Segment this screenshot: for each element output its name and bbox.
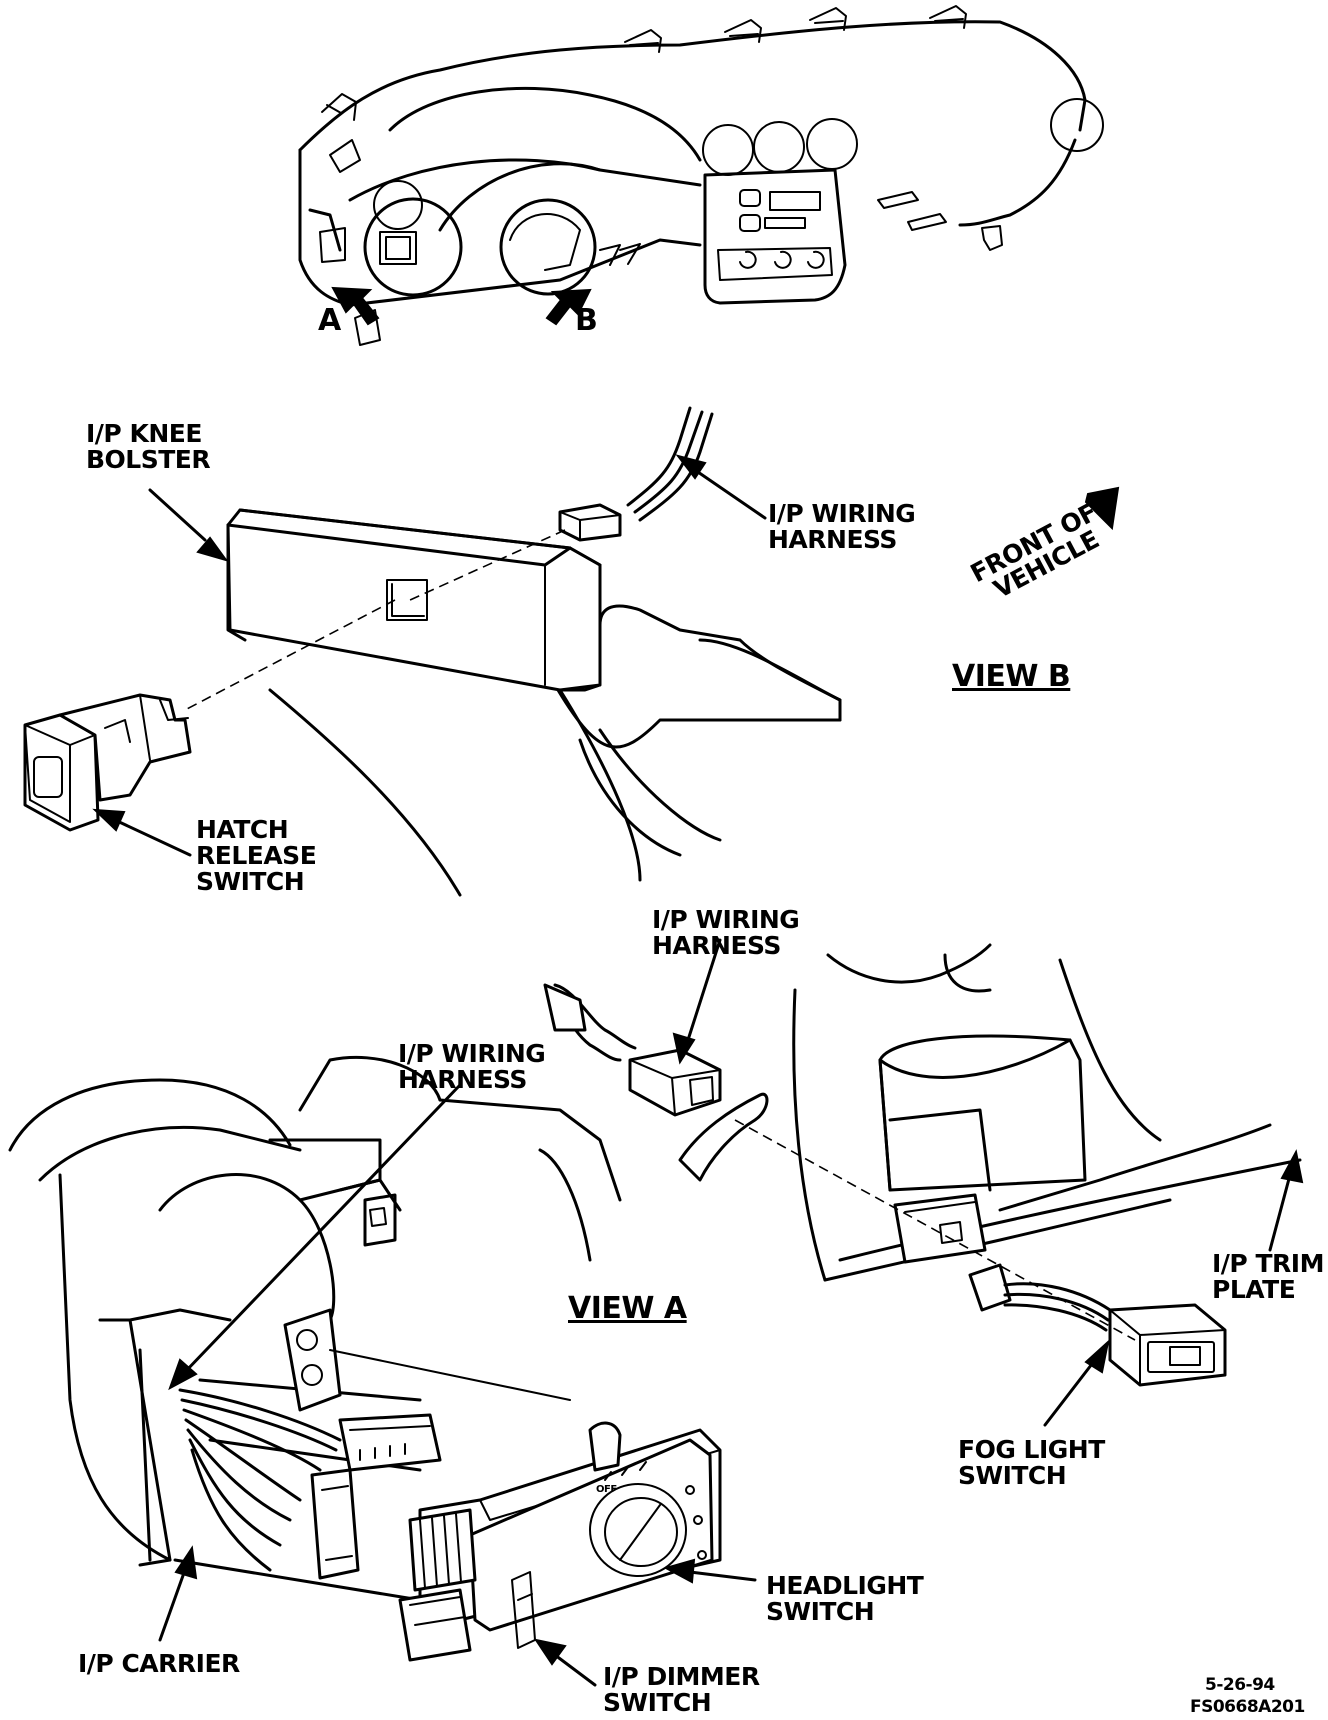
hatch-release-switch-label: HATCH RELEASE SWITCH [196,815,325,896]
view-b-leader-arrows [92,454,1120,857]
view-b-wiring-harness-label: I/P WIRING HARNESS [768,499,924,554]
dimmer-switch-label: I/P DIMMER SWITCH [603,1662,768,1717]
view-a-wiring-harness-left-label: I/P WIRING HARNESS [398,1039,554,1094]
view-b-title: VIEW B [952,659,1070,694]
knob-off-marking: OFF [596,1484,617,1495]
ip-carrier-label: I/P CARRIER [78,1649,240,1678]
front-of-vehicle-label: FRONT OF VEHICLE [966,494,1121,611]
figure-code: FS0668A201 [1190,1697,1305,1717]
view-b-illustration [23,406,842,897]
headlight-switch-label: HEADLIGHT SWITCH [766,1571,932,1626]
view-a-wiring-harness-top-label: I/P WIRING HARNESS [652,905,808,960]
view-a-illustration [8,943,1302,1662]
figure-date: 5-26-94 [1205,1675,1275,1695]
fog-light-switch-label: FOG LIGHT SWITCH [958,1435,1113,1490]
dashboard-overview [298,5,1104,346]
view-a-title: VIEW A [568,1291,688,1326]
view-a-leader-arrows [158,938,1304,1687]
callout-b-label: B [575,303,597,338]
trim-plate-label: I/P TRIM PLATE [1212,1249,1328,1304]
knee-bolster-label: I/P KNEE BOLSTER [86,419,210,474]
svg-text:FRONT OF VEHICLE: FRONT OF VEHICLE [966,494,1121,611]
callout-a-label: A [318,303,342,338]
